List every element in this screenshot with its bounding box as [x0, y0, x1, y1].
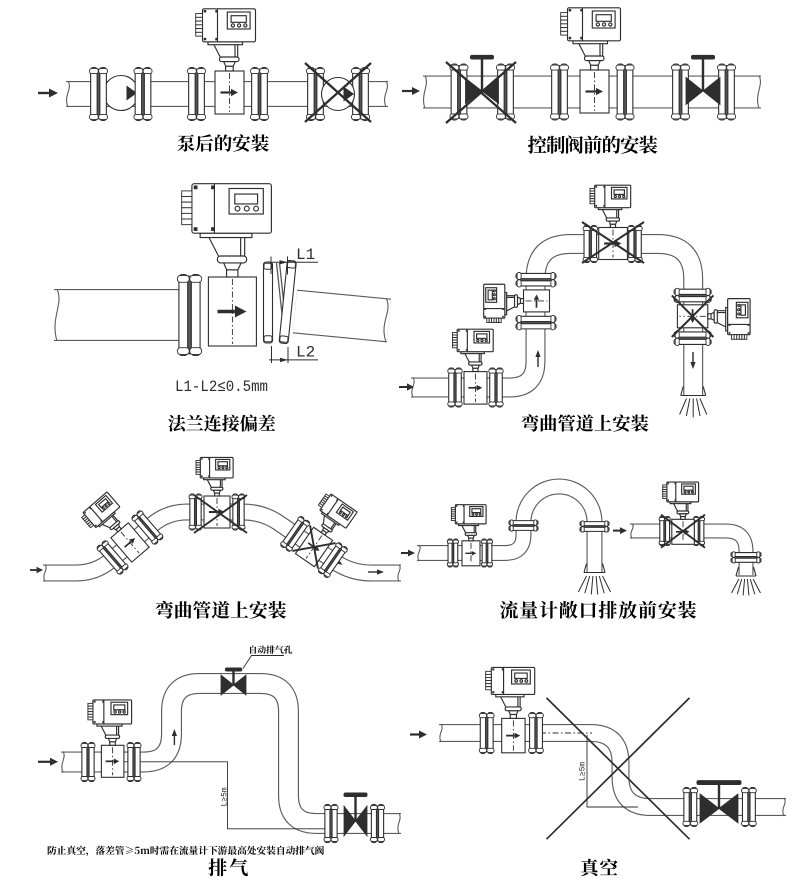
svg-text:L1: L1: [296, 246, 315, 264]
svg-text:L2: L2: [296, 344, 315, 362]
svg-text:L≥5m: L≥5m: [579, 762, 588, 781]
svg-text:L≥5m: L≥5m: [221, 787, 230, 806]
svg-text:L1-L2≤0.5mm: L1-L2≤0.5mm: [175, 378, 268, 396]
